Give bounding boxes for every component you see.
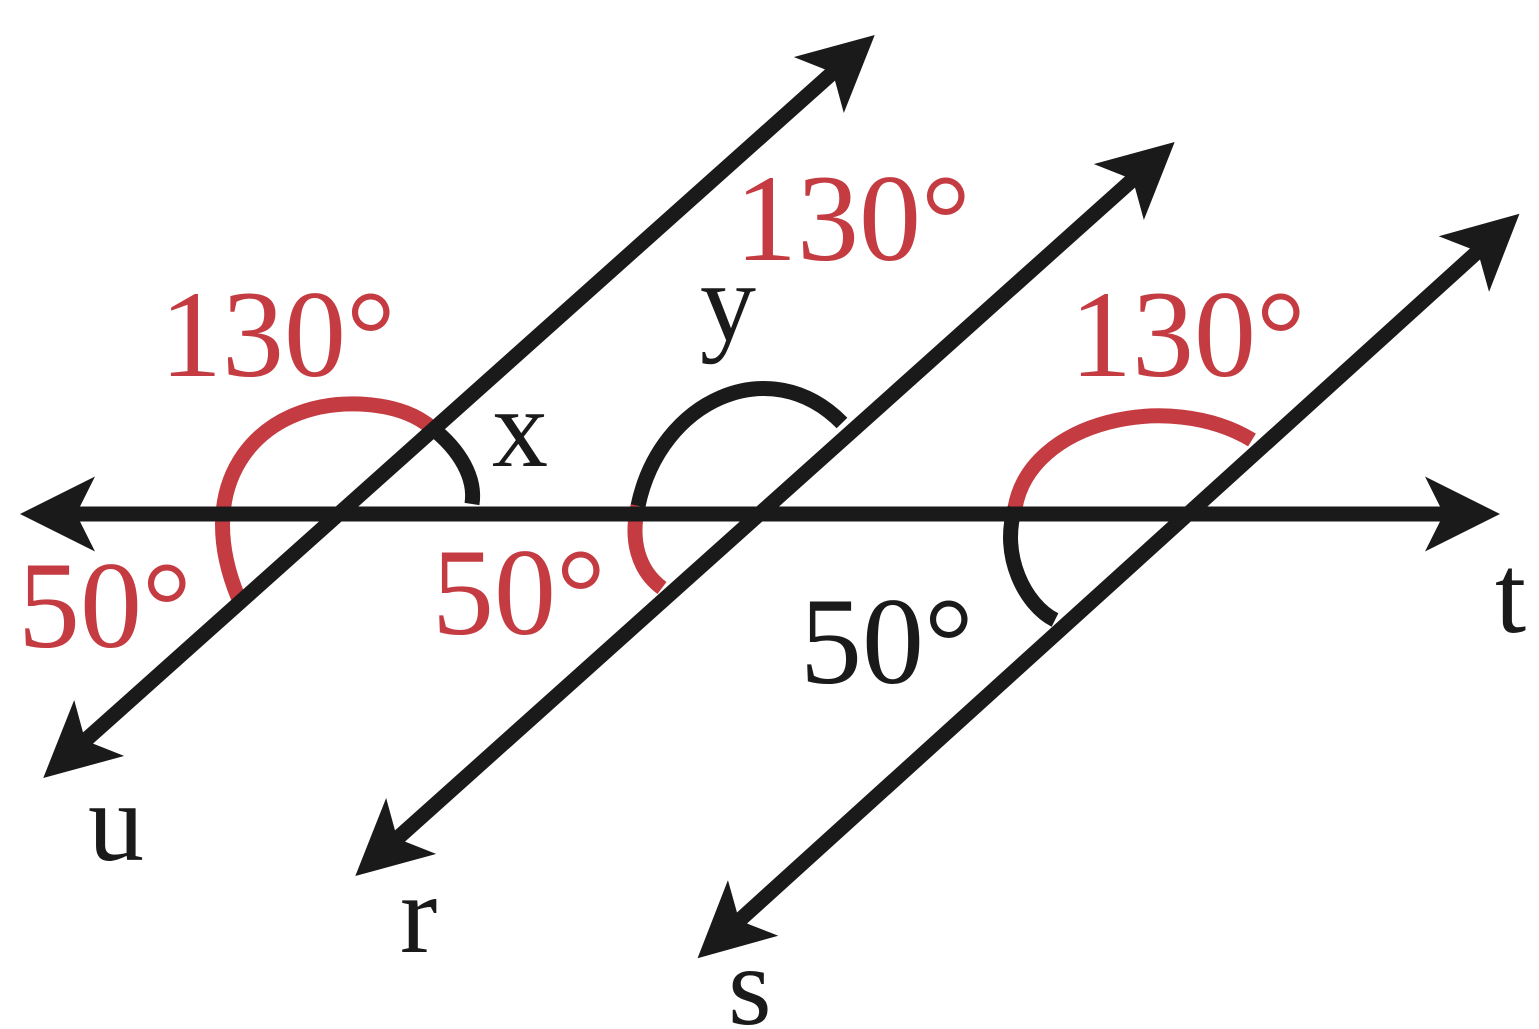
variable-y-label: y	[700, 241, 756, 365]
line-label-s: s	[728, 925, 772, 1029]
angle-label-s-lower-left: 50°	[800, 573, 974, 710]
arc-s-black-lower	[1003, 505, 1059, 627]
angle-label-r-lower-left: 50°	[432, 524, 606, 661]
angle-label-r-upper-right: 130°	[735, 150, 971, 287]
arc-x	[427, 422, 481, 506]
angle-label-u-upper-left: 130°	[160, 266, 396, 403]
arc-u-red	[215, 396, 437, 600]
line-label-t: t	[1495, 533, 1526, 657]
angle-label-u-lower-left: 50°	[18, 537, 192, 674]
variable-x-label: x	[492, 367, 548, 491]
line-label-r: r	[400, 853, 437, 977]
line-s	[697, 213, 1520, 959]
angle-label-s-upper: 130°	[1070, 266, 1306, 403]
line-label-u: u	[88, 761, 144, 885]
arc-y	[630, 381, 848, 508]
